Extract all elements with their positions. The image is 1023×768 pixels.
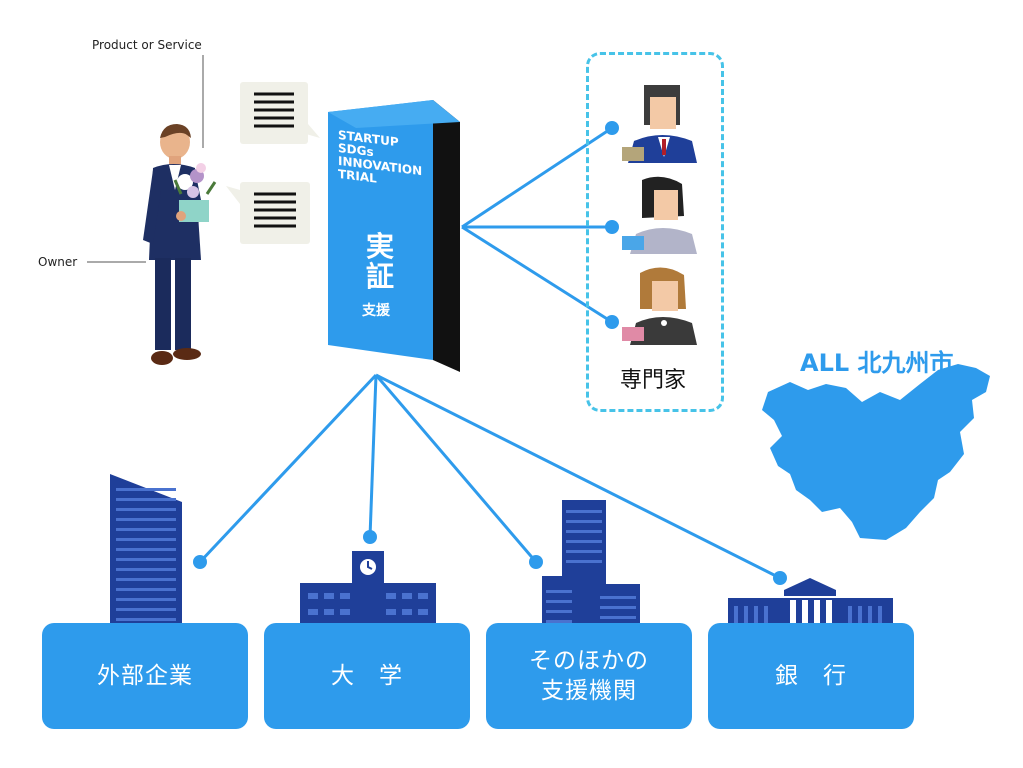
box-other-support: そのほかの 支援機関: [486, 623, 692, 729]
expert-man-icon: [622, 85, 697, 163]
dot-expert-2: [605, 220, 619, 234]
line-university: [368, 374, 378, 538]
expert-woman-2-icon: [622, 267, 697, 345]
box-label: 大 学: [331, 663, 403, 689]
line-company: [198, 373, 378, 564]
box-university: 大 学: [264, 623, 470, 729]
pillar-main-text: 実証: [365, 230, 394, 293]
owner-person-icon: [143, 124, 217, 365]
box-label-line-2: 支援機関: [541, 678, 637, 704]
pillar-sub-text: 支援: [362, 303, 390, 319]
owner-label: Owner: [38, 255, 78, 269]
line-bank: [375, 373, 781, 580]
document-bubble-icon-1: [240, 82, 320, 144]
dot-expert-3: [605, 315, 619, 329]
box-external-companies: 外部企業: [42, 623, 248, 729]
product-label: Product or Service: [92, 38, 202, 52]
city-label: ALL 北九州市: [800, 349, 954, 377]
dot-company: [193, 555, 207, 569]
company-building-icon: [110, 474, 182, 659]
document-bubble-icon-2: [226, 182, 310, 244]
line-support: [374, 374, 538, 563]
dot-university: [363, 530, 377, 544]
box-bank: 銀 行: [708, 623, 914, 729]
kitakyushu-map-icon: [762, 364, 990, 540]
dot-bank: [773, 571, 787, 585]
box-label: そのほかの: [529, 648, 649, 674]
expert-woman-1-icon: [622, 176, 697, 254]
pillar-block: [328, 100, 460, 372]
box-label: 外部企業: [97, 663, 193, 689]
experts-label: 専門家: [620, 368, 687, 393]
dot-support: [529, 555, 543, 569]
dot-expert-1: [605, 121, 619, 135]
box-label: 銀 行: [775, 663, 847, 689]
experts-group: [586, 52, 724, 412]
